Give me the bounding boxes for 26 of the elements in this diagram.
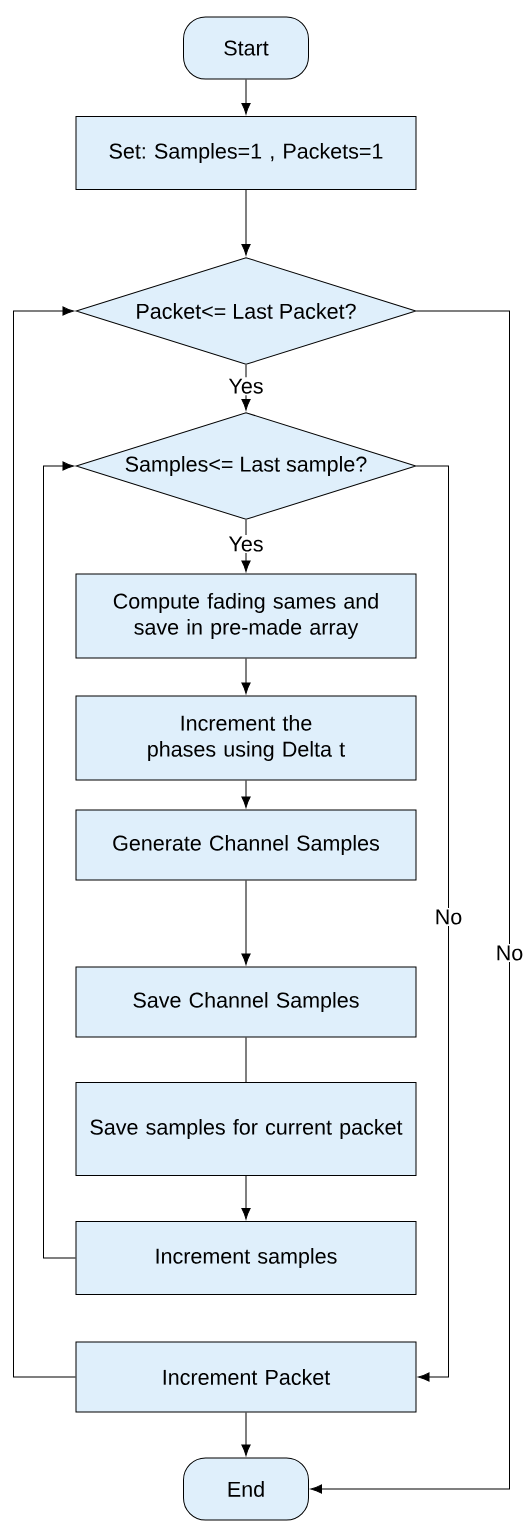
arrow — [241, 1412, 251, 1456]
edge-label: Yes — [226, 377, 266, 396]
arrow — [310, 310, 510, 1494]
process-box: Increment samples — [75, 1221, 417, 1295]
edge-label: No — [494, 944, 525, 962]
process-box: Set: Samples=1 , Packets=1 — [75, 116, 417, 190]
arrow — [241, 780, 251, 808]
process-box: Increment the phases using Delta t — [75, 695, 417, 781]
terminator: End — [183, 1457, 309, 1521]
arrow — [241, 519, 251, 572]
edge-label: No — [433, 908, 464, 926]
arrow — [241, 658, 251, 694]
process-box: Generate Channel Samples — [75, 809, 417, 881]
edge-label: Yes — [226, 535, 266, 554]
arrow — [43, 461, 76, 1259]
arrow — [241, 1175, 251, 1220]
process-box: Increment Packet — [75, 1341, 417, 1413]
arrow — [241, 880, 251, 965]
arrow — [241, 79, 251, 115]
process-box: Save samples for current packet — [75, 1082, 417, 1176]
arrow — [416, 465, 449, 1382]
terminator: Start — [183, 16, 309, 80]
arrow — [13, 306, 76, 1378]
arrow — [241, 189, 251, 256]
process-box: Save Channel Samples — [75, 966, 417, 1038]
process-box: Compute fading sames and save in pre-made array — [75, 573, 417, 659]
